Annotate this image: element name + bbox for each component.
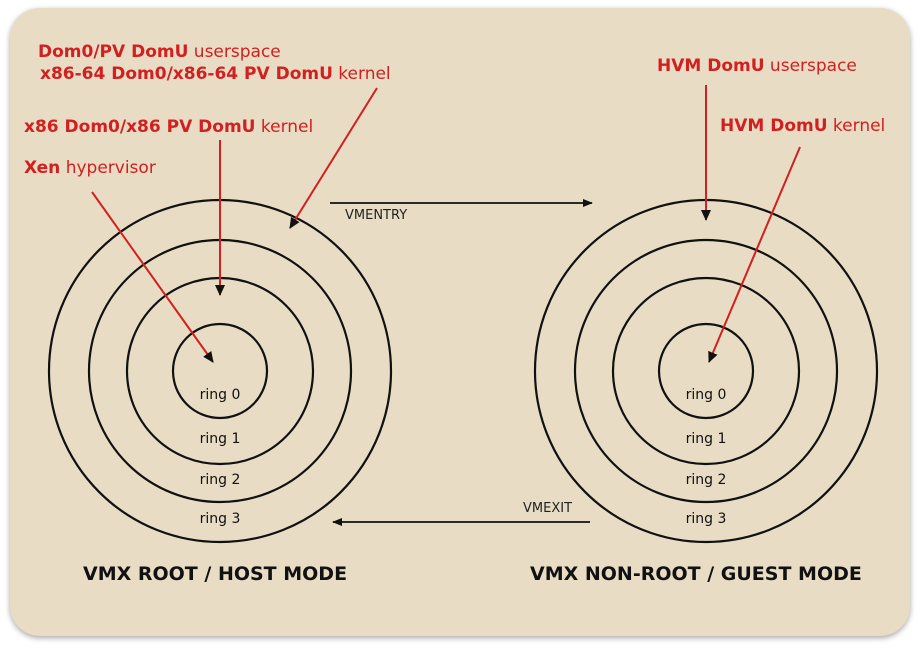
- label-x86-64-kernel: x86-64 Dom0/x86-64 PV DomU kernel: [40, 64, 391, 84]
- guest-ring-1-label: ring 1: [686, 431, 727, 447]
- host-ring-0: [171, 322, 269, 420]
- arrow-xen-to-ring0: [91, 191, 214, 363]
- guest-ring-3-label: ring 3: [686, 511, 727, 527]
- label-hvm-userspace: HVM DomU userspace: [657, 56, 857, 76]
- guest-rings: [533, 198, 879, 544]
- guest-ring-2-label: ring 2: [686, 472, 727, 488]
- guest-mode-label: VMX NON-ROOT / GUEST MODE: [530, 563, 862, 585]
- arrow-hvm-kernel-to-ring0: [708, 146, 801, 363]
- host-ring-2-label: ring 2: [200, 472, 241, 488]
- label-hvm-kernel: HVM DomU kernel: [720, 116, 886, 136]
- guest-ring-3: [533, 198, 879, 544]
- guest-ring-1: [611, 276, 801, 466]
- guest-ring-0: [657, 322, 755, 420]
- host-ring-0-label: ring 0: [200, 387, 241, 403]
- label-xen-hypervisor: Xen hypervisor: [24, 158, 156, 178]
- guest-ring-2: [573, 238, 839, 504]
- label-x86-kernel: x86 Dom0/x86 PV DomU kernel: [24, 117, 314, 137]
- vmentry-label: VMENTRY: [345, 208, 407, 223]
- arrow-userspace-to-ring3: [289, 87, 378, 229]
- host-ring-1-label: ring 1: [200, 431, 241, 447]
- guest-ring-0-label: ring 0: [686, 387, 727, 403]
- host-mode-label: VMX ROOT / HOST MODE: [83, 563, 348, 585]
- vmexit-label: VMEXIT: [523, 501, 572, 516]
- host-ring-3-label: ring 3: [200, 511, 241, 527]
- label-dom0-userspace: Dom0/PV DomU userspace: [38, 42, 281, 62]
